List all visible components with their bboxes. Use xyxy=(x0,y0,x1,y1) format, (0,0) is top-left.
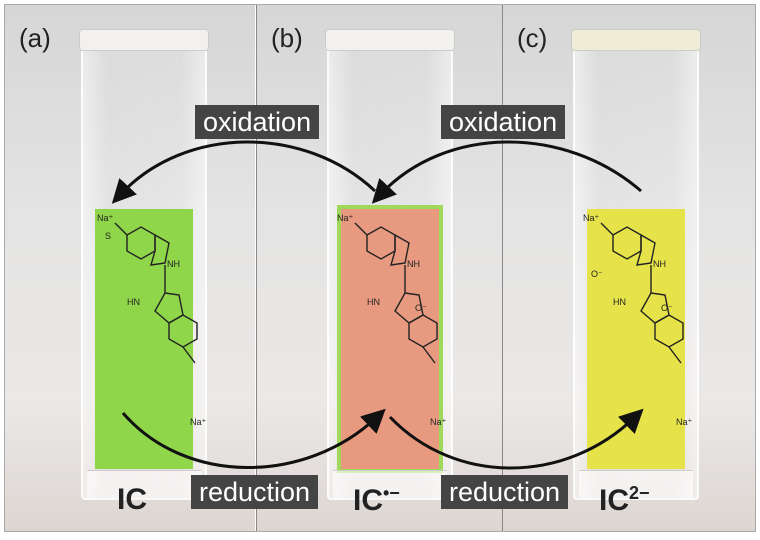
species-label: IC•− xyxy=(353,483,400,517)
oxidation-arrow-c-to-b xyxy=(371,140,642,204)
panel-label: (c) xyxy=(517,23,548,53)
sodium-label: Na⁺ xyxy=(337,213,354,223)
panel-label: (b) xyxy=(271,23,303,53)
nh-label: NH xyxy=(653,259,666,269)
sodium-label: Na⁺ xyxy=(190,417,207,427)
cuvette-cap xyxy=(571,29,701,51)
hn-label: HN xyxy=(613,297,626,307)
oxyanion-label: O⁻ xyxy=(415,303,427,313)
cuvette xyxy=(79,29,209,500)
cuvette-cap xyxy=(325,29,455,51)
oxyanion-label: O⁻ xyxy=(591,269,603,279)
oxyanion-label: O⁻ xyxy=(661,303,673,313)
solution xyxy=(341,209,439,469)
reduction-label: reduction xyxy=(191,475,319,509)
molecule-structures: Na⁺ S NH HN Na⁺ Na⁺ NH HN O⁻ Na⁺ Na⁺ NH … xyxy=(97,213,693,427)
sodium-label: Na⁺ xyxy=(676,417,693,427)
oxidation-label: oxidation xyxy=(441,105,566,139)
species-label: IC xyxy=(117,483,147,516)
cuvette-base xyxy=(333,470,447,498)
panel-a: (a) IC xyxy=(5,5,255,531)
nh-label: NH xyxy=(167,259,180,269)
oxidation-arrow-b-to-a xyxy=(111,140,377,204)
reduction-arrow-b-to-c xyxy=(388,408,644,470)
sodium-label: Na⁺ xyxy=(430,417,447,427)
cuvette xyxy=(325,29,455,500)
reduction-label: reduction xyxy=(441,475,569,509)
panel-b: (b) IC•− xyxy=(256,5,506,531)
nh-label: NH xyxy=(407,259,420,269)
sulfonate-label: S xyxy=(105,231,111,241)
sodium-label: Na⁺ xyxy=(97,213,114,223)
species-label: IC2− xyxy=(599,483,650,517)
solution xyxy=(95,209,193,469)
oxidation-label: oxidation xyxy=(195,105,320,139)
cuvette-base xyxy=(579,470,693,498)
cuvette-base xyxy=(87,470,201,498)
hn-label: HN xyxy=(127,297,140,307)
sodium-label: Na⁺ xyxy=(583,213,600,223)
reaction-arrows xyxy=(111,140,644,470)
hn-label: HN xyxy=(367,297,380,307)
cuvette-cap xyxy=(79,29,209,51)
reduction-arrow-a-to-b xyxy=(121,408,386,469)
figure: (a) IC (b) IC•− (c) IC2− xyxy=(4,4,756,532)
panel-label: (a) xyxy=(19,23,51,53)
